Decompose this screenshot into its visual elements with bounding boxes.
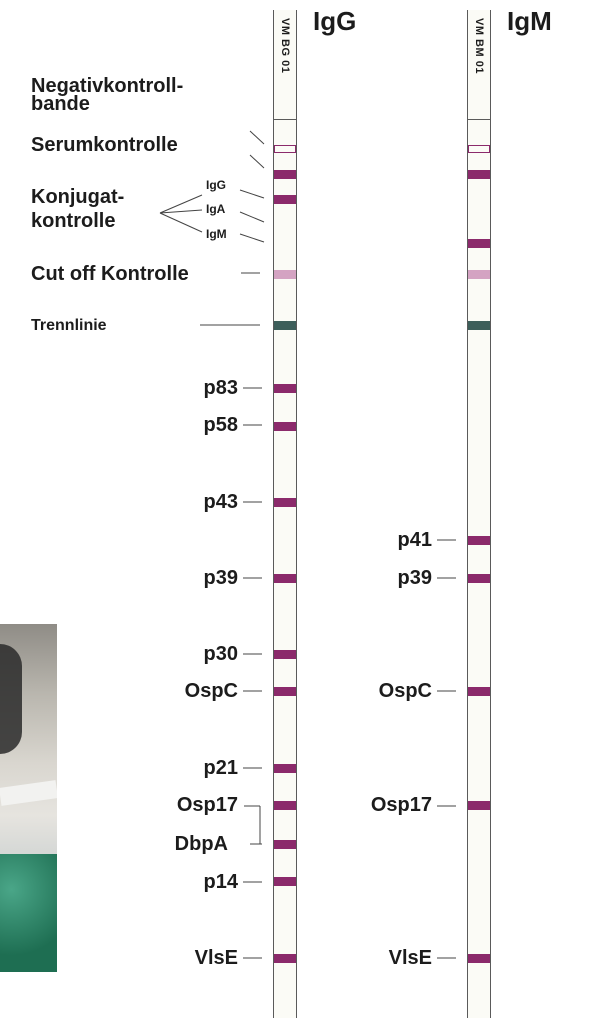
trenn-label: Trennlinie (31, 317, 107, 334)
label-p83: p83 (203, 377, 238, 399)
cutoff-label: Cut off Kontrolle (31, 263, 189, 285)
negativ-label-line2: bande (31, 93, 90, 115)
band-p43 (274, 498, 296, 507)
band-vlse (468, 954, 490, 963)
label-osp17: Osp17 (176, 794, 238, 816)
negativ-label-line1: Negativkontroll- (31, 75, 184, 97)
band-vlse (274, 954, 296, 963)
igm-strip-code: VM BM 01 (468, 10, 490, 120)
band-p58 (274, 422, 296, 431)
konjugat-label-line1: Konjugat- (31, 186, 125, 208)
negativ-label: Negativkontroll- bande (31, 75, 184, 115)
band-p39 (274, 574, 296, 583)
label-p30: p30 (203, 643, 238, 665)
igm-label-p39: p39 (397, 567, 432, 589)
igg-conjugate-band (468, 170, 490, 179)
band-p39 (468, 574, 490, 583)
label-p14: p14 (203, 871, 238, 893)
konjugat-iga-label: IgA (206, 202, 226, 216)
igm-test-strip: VM BM 01 (467, 10, 491, 1018)
label-p39: p39 (203, 567, 238, 589)
trenn-band (468, 321, 490, 330)
igg-conjugate-band (274, 170, 296, 179)
konjugat-label: Konjugat- kontrolle (31, 185, 124, 233)
serum-label: Serumkontrolle (31, 134, 178, 156)
trenn-band (274, 321, 296, 330)
konjugat-igg-label: IgG (206, 178, 226, 192)
label-ospc: OspC (184, 680, 238, 702)
band-p30 (274, 650, 296, 659)
cutoff-band (274, 270, 296, 279)
igm-label-p41: p41 (397, 529, 432, 551)
label-p58: p58 (203, 414, 238, 436)
band-ospc (468, 687, 490, 696)
igg-strip-code: VM BG 01 (274, 10, 296, 120)
band-osp17 (468, 801, 490, 810)
band-osp17 (274, 801, 296, 810)
igm-label-ospc: OspC (378, 680, 432, 702)
serum-control-band (274, 145, 296, 153)
label-p43: p43 (203, 491, 238, 513)
background-photo (0, 624, 57, 972)
band-ospc (274, 687, 296, 696)
band-p83 (274, 384, 296, 393)
serum-control-band (468, 145, 490, 153)
band-dbpa (274, 840, 296, 849)
igm-label-vlse: VlsE (388, 947, 432, 969)
konjugat-label-line2: kontrolle (31, 210, 116, 232)
band-p41 (468, 536, 490, 545)
band-p14 (274, 877, 296, 886)
igm-conjugate-band (468, 239, 490, 248)
band-p21 (274, 764, 296, 773)
igg-heading: IgG (313, 6, 357, 36)
label-dbpa: DbpA (174, 833, 228, 855)
iga-conjugate-band (274, 195, 296, 204)
igm-heading: IgM (507, 6, 552, 36)
konjugat-igm-label: IgM (206, 227, 227, 241)
igm-label-osp17: Osp17 (370, 794, 432, 816)
cutoff-band (468, 270, 490, 279)
igg-test-strip: VM BG 01 (273, 10, 297, 1018)
label-vlse: VlsE (194, 947, 238, 969)
label-p21: p21 (203, 757, 238, 779)
